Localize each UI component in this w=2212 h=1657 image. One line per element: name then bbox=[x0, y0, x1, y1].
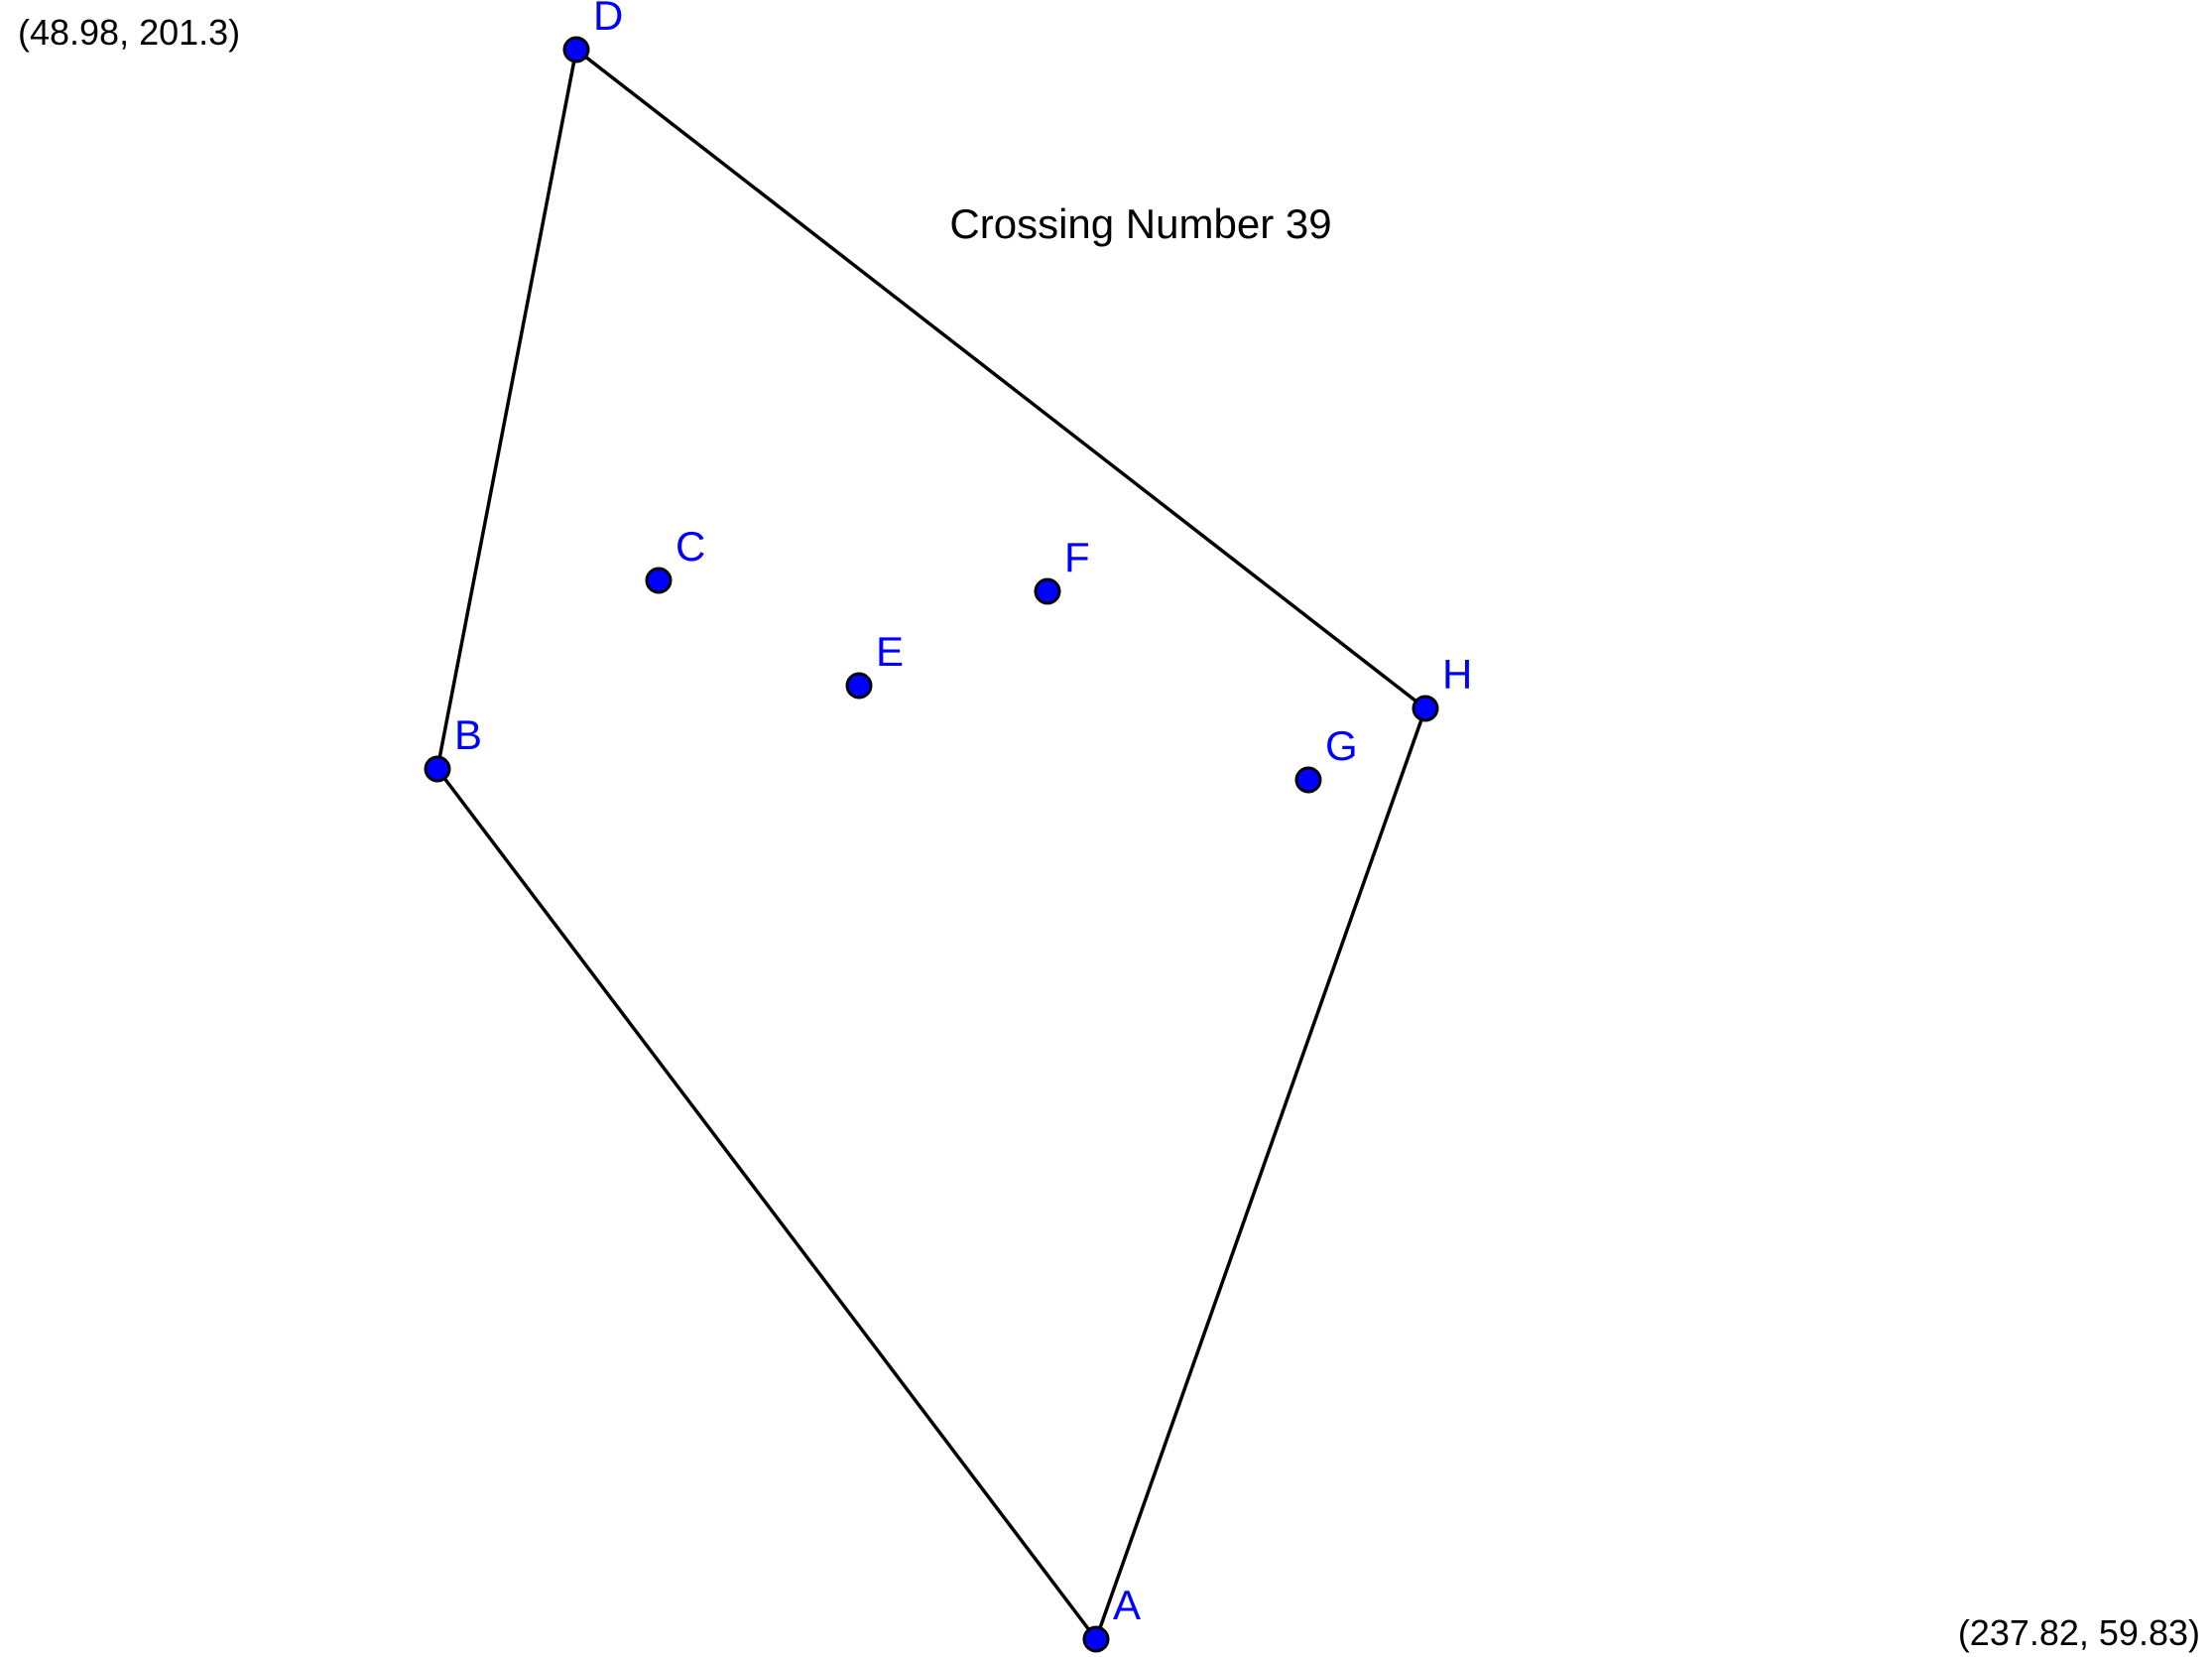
point-E[interactable]: E bbox=[845, 628, 904, 700]
point-H-label: H bbox=[1442, 651, 1472, 698]
point-F-dot[interactable] bbox=[1034, 577, 1061, 605]
point-B-dot[interactable] bbox=[424, 755, 451, 783]
edge-B-D bbox=[435, 48, 578, 771]
point-B[interactable]: B bbox=[424, 711, 482, 783]
point-H[interactable]: H bbox=[1412, 651, 1472, 722]
point-C[interactable]: C bbox=[645, 523, 705, 594]
point-A-label: A bbox=[1113, 1582, 1141, 1628]
edge-D-H bbox=[574, 48, 1427, 710]
diagram-title: Crossing Number 39 bbox=[949, 200, 1331, 247]
point-E-label: E bbox=[876, 628, 904, 675]
edges-layer bbox=[435, 48, 1427, 1641]
point-A[interactable]: A bbox=[1082, 1582, 1141, 1653]
point-B-label: B bbox=[454, 711, 482, 758]
point-H-dot[interactable] bbox=[1412, 695, 1439, 722]
point-A-dot[interactable] bbox=[1082, 1625, 1110, 1653]
point-F[interactable]: F bbox=[1034, 534, 1090, 605]
point-G-dot[interactable] bbox=[1294, 766, 1322, 794]
point-G-label: G bbox=[1325, 722, 1358, 769]
point-C-label: C bbox=[676, 523, 705, 570]
point-C-dot[interactable] bbox=[645, 567, 673, 594]
points-layer: A B C D E F G H bbox=[424, 0, 1472, 1653]
point-G[interactable]: G bbox=[1294, 722, 1358, 794]
point-F-label: F bbox=[1064, 534, 1090, 580]
top-left-coordinate: (48.98, 201.3) bbox=[18, 12, 240, 53]
point-D-dot[interactable] bbox=[562, 36, 590, 64]
point-E-dot[interactable] bbox=[845, 672, 873, 700]
point-D[interactable]: D bbox=[562, 0, 623, 64]
edge-A-B bbox=[435, 767, 1098, 1641]
edge-H-A bbox=[1094, 706, 1427, 1641]
point-D-label: D bbox=[593, 0, 623, 39]
bottom-right-coordinate: (237.82, 59.83) bbox=[1958, 1612, 2200, 1653]
